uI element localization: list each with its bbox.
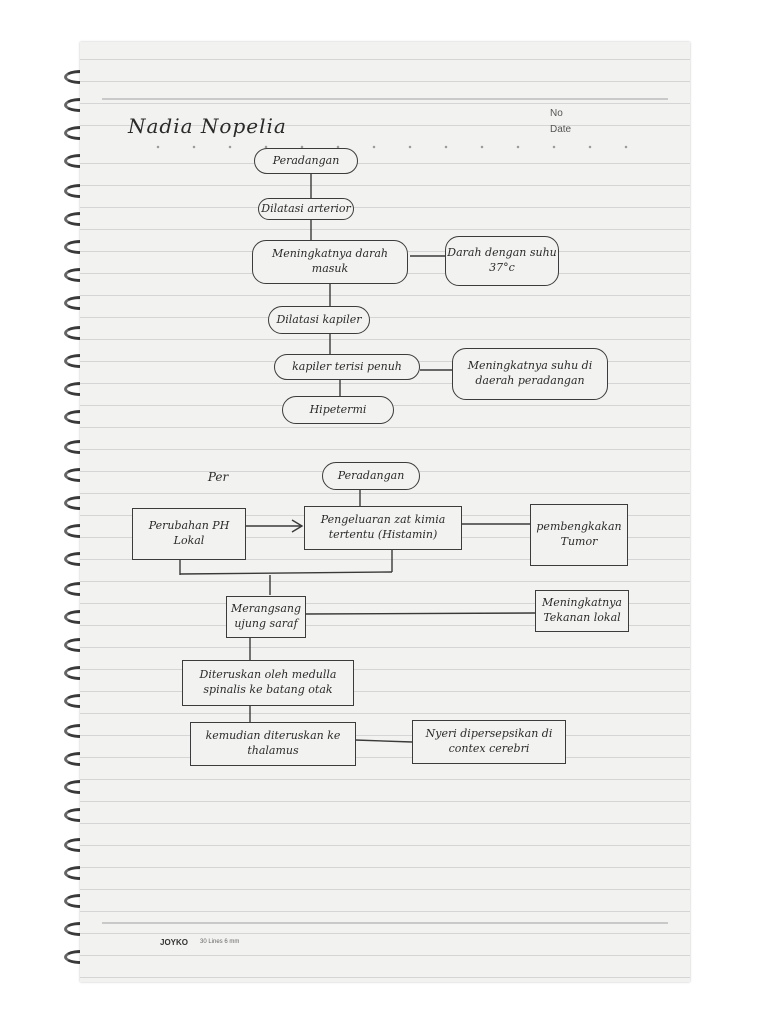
node-merangsang: Merangsang ujung saraf [226,596,306,638]
node-dilatasi-arterior: Dilatasi arterior [258,198,354,220]
footer-rule [102,922,668,924]
margin-dots [140,145,640,149]
node-meningkatnya-darah: Meningkatnya darah masuk [252,240,408,284]
node-peradangan-1: Peradangan [254,148,358,174]
node-hipetermi: Hipetermi [282,396,394,424]
node-peradangan-2: Peradangan [322,462,420,490]
node-nyeri: Nyeri dipersepsikan di contex cerebri [412,720,566,764]
node-meningkatnya-tekanan: Meningkatnya Tekanan lokal [535,590,629,632]
node-diteruskan-medulla: Diteruskan oleh medulla spinalis ke bata… [182,660,354,706]
node-pembengkakan: pembengkakan Tumor [530,504,628,566]
brand-subtext: 30 Lines 6 mm [200,939,240,945]
brand-logo: JOYKO [160,938,189,947]
node-meningkatnya-suhu: Meningkatnya suhu di daerah peradangan [452,348,608,400]
node-kemudian-thalamus: kemudian diteruskan ke thalamus [190,722,356,766]
date-label: Date [550,124,572,135]
no-label: No [550,108,563,119]
node-perubahan-ph: Perubahan PH Lokal [132,508,246,560]
author-name: Nadia Nopelia [128,114,287,138]
node-dilatasi-kapiler: Dilatasi kapiler [268,306,370,334]
node-darah-dengan-suhu: Darah dengan suhu 37°c [445,236,559,286]
node-pengeluaran-zat: Pengeluaran zat kimia tertentu (Histamin… [304,506,462,550]
diagram2-label: Per [207,469,229,484]
node-kapiler-terisi-penuh: kapiler terisi penuh [274,354,420,380]
header-rule [102,98,668,100]
